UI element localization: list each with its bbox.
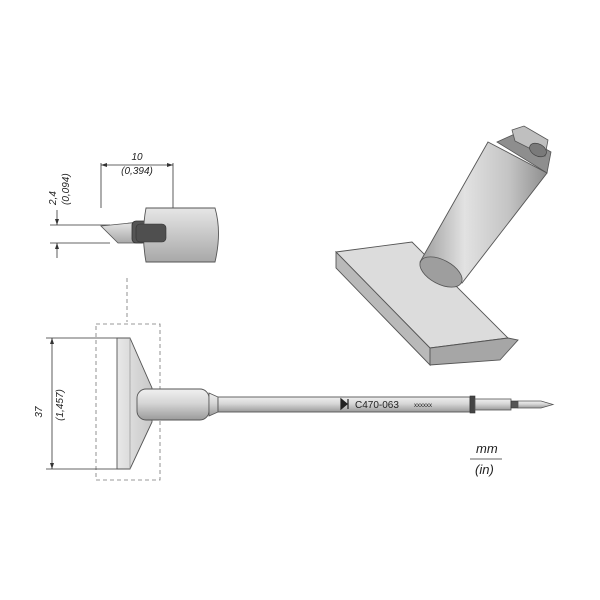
iso-cylinder-base: [419, 256, 463, 288]
length-in-label: (1,457): [55, 389, 66, 421]
part-label: C470-063: [355, 400, 399, 411]
side-sleeve: [136, 388, 210, 421]
length-dimension: [46, 337, 118, 470]
iso-neck: [496, 132, 552, 174]
width-in-label: (0,394): [121, 166, 153, 177]
top-view: 10 (0,394) 2,4 (0,094): [48, 152, 219, 263]
iso-view: [335, 125, 552, 367]
unit-primary: mm: [476, 441, 498, 456]
thickness-in-label: (0,094): [61, 173, 72, 205]
iso-blade-bevel: [429, 337, 519, 366]
thickness-mm-label: 2,4: [48, 191, 59, 206]
side-ring-small: [510, 400, 519, 409]
iso-cylinder: [419, 141, 548, 284]
unit-secondary: (in): [475, 462, 494, 477]
side-ring: [469, 395, 476, 414]
marker-icon: [340, 397, 349, 411]
thickness-dimension: [50, 210, 110, 258]
serial-label: xxxxxx: [414, 403, 432, 409]
width-dimension: [100, 163, 174, 208]
tip-insert-inner: [135, 223, 167, 243]
side-thin-shaft: [474, 398, 512, 411]
iso-connector-end: [529, 142, 547, 158]
side-view: 37 (1,457) C470-063 xxxxxx: [34, 323, 555, 481]
side-taper: [208, 392, 219, 417]
width-mm-label: 10: [131, 152, 143, 163]
side-tip: [517, 400, 555, 409]
length-mm-label: 37: [34, 406, 45, 418]
